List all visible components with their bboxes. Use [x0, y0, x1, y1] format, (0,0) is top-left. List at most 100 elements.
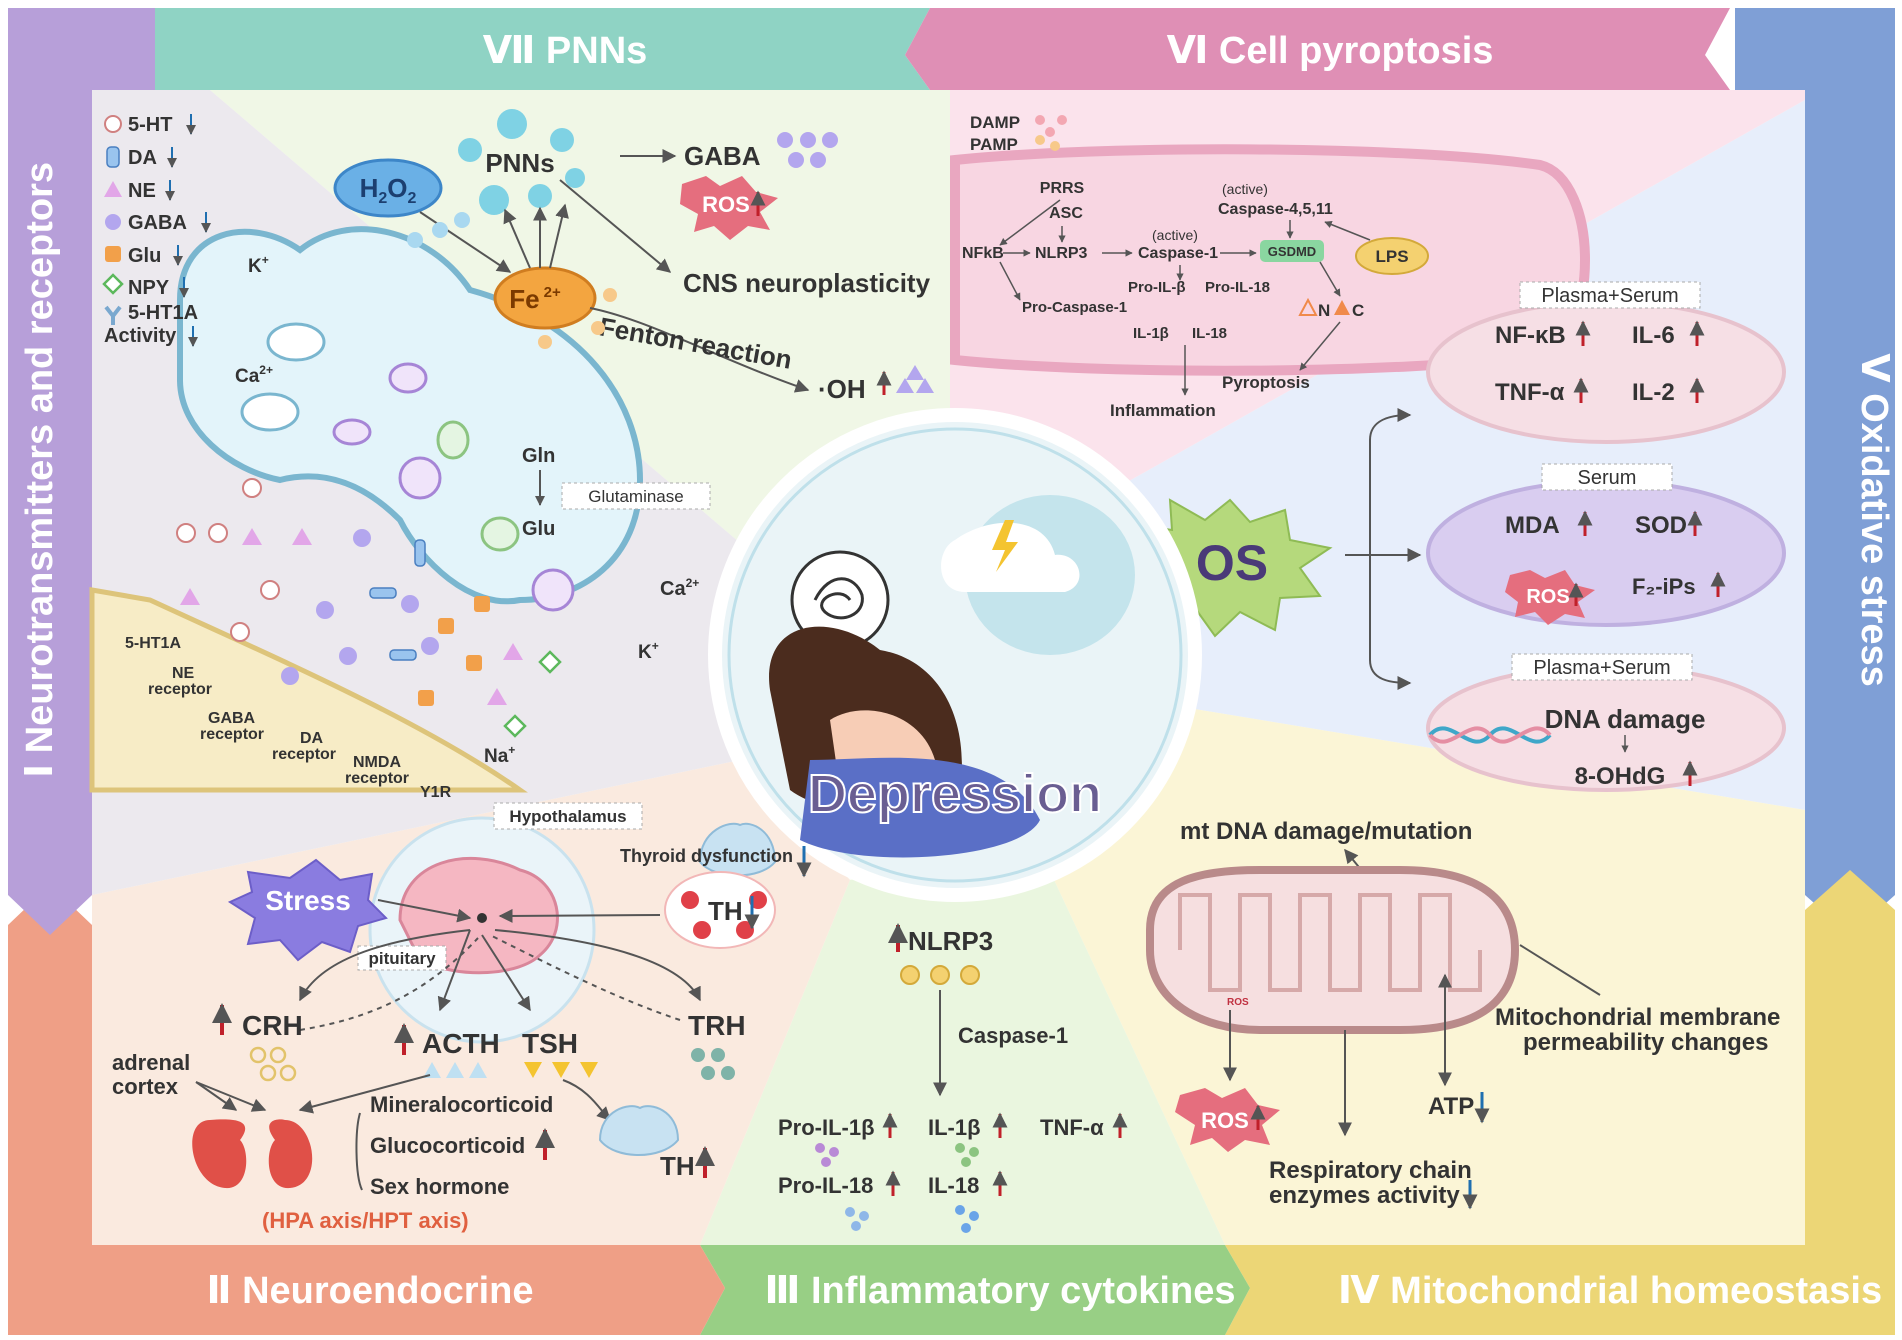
mito-ros-burst: [1175, 1088, 1280, 1152]
sector-iii-bg: [700, 850, 1225, 1245]
asc-label: ASC: [1049, 205, 1083, 222]
plasma-serum-label-2: Plasma+Serum: [1533, 657, 1670, 679]
mineralocorticoid-label: Mineralocorticoid: [370, 1092, 553, 1117]
mitochondria-panel: mt DNA damage/mutation Mitochondrial mem…: [1146, 818, 1780, 1210]
prrs-label: PRRS: [1040, 180, 1085, 197]
center-depression: Depression: [708, 408, 1202, 902]
pyroptosis-label: Pyroptosis: [1222, 373, 1310, 392]
legend-glu: Glu: [128, 245, 161, 267]
neuroendocrine-panel: Hypothalamus Thyroid dysfunction TH Stre…: [112, 802, 812, 1233]
section-vi-title: Ⅵ Cell pyroptosis: [1167, 30, 1494, 72]
lps-bubble: [1355, 237, 1429, 275]
legend-5ht1a: 5-HT1A: [128, 302, 198, 324]
procaspase1-label: Pro-Caspase-1: [1022, 299, 1127, 316]
dopamine-icon: [106, 146, 120, 168]
receptor-gaba-word: receptor: [200, 726, 264, 743]
lightning-icon: [992, 520, 1018, 572]
cns-label: CNS neuroplasticity: [683, 268, 931, 298]
hypothalamus-box: [493, 802, 643, 830]
legend-gaba: GABA: [128, 212, 187, 234]
infl-pro-il18-label: Pro-IL-18: [778, 1173, 873, 1198]
gsdmd-label: GSDMD: [1268, 244, 1316, 259]
receptor-gaba: GABA: [208, 710, 256, 727]
respiratory-label-2: enzymes activity: [1269, 1182, 1460, 1209]
section-iv-title: Ⅳ Mitochondrial homeostasis: [1338, 1270, 1882, 1312]
h2o2-bubble: [333, 158, 443, 218]
legend-ne: NE: [128, 180, 156, 202]
banner-v-oxidative-stress: [1735, 8, 1895, 935]
legend-activity: Activity: [104, 325, 177, 347]
synapse-labels: K+ Ca2+ Gln Glu Glutaminase Ca2+ K+ Na+ …: [125, 253, 711, 801]
banner-vi-pyroptosis: [905, 8, 1730, 90]
postsynaptic-membrane: [89, 587, 528, 793]
depression-label: Depression: [808, 764, 1102, 824]
synapse-molecules: [176, 322, 575, 738]
caspase1-label: Caspase-1: [1138, 245, 1218, 262]
oh-radical-label: ·OH: [818, 374, 866, 404]
receptor-nmda-word: receptor: [345, 770, 409, 787]
active-label-1: (active): [1152, 227, 1198, 243]
stress-burst: [227, 858, 388, 962]
th2-label: TH: [660, 1151, 695, 1181]
receptor-y1r: Y1R: [420, 784, 452, 801]
serum-box: [1541, 463, 1673, 491]
sex-hormone-label: Sex hormone: [370, 1174, 509, 1199]
section-v-title: Ⅴ Oxidative stress: [1853, 353, 1895, 687]
receptor-ne-word: receptor: [148, 681, 212, 698]
5ht1a-receptor-icon: [104, 305, 122, 325]
thyroid-dysfunction-label: Thyroid dysfunction: [620, 846, 793, 866]
pamp-label: PAMP: [970, 135, 1018, 154]
gaba-icon: [105, 214, 121, 230]
receptor-da-word: receptor: [272, 746, 336, 763]
na-ion: Na+: [484, 743, 515, 767]
il2-label: IL-2: [1632, 379, 1675, 406]
gsdmd-c-label: C: [1352, 301, 1364, 320]
infl-nlrp3-label: NLRP3: [908, 926, 993, 956]
axis-label: (HPA axis/HPT axis): [262, 1208, 469, 1233]
k-ion-bottom: K+: [638, 639, 659, 663]
infl-tnfa-label: TNF-α: [1040, 1115, 1104, 1140]
legend-npy: NPY: [128, 277, 170, 299]
crh-label: CRH: [242, 1010, 303, 1041]
f2ips-label: F₂-iPs: [1632, 574, 1696, 599]
ohdg-label: 8-OHdG: [1575, 763, 1666, 790]
il6-label: IL-6: [1632, 322, 1675, 349]
acth-label: ACTH: [422, 1028, 500, 1059]
gsdmd-box: [1260, 240, 1324, 262]
receptor-ne: NE: [172, 665, 195, 682]
person-body-icon: [800, 757, 1040, 858]
mito-ros-label: ROS: [1201, 1108, 1249, 1133]
pyroptosis-panel: DAMP PAMP PRRS ASC NFkB NLRP3 (active) C…: [950, 113, 1590, 420]
permeability-label-1: Mitochondrial membrane: [1495, 1004, 1780, 1031]
permeability-label-2: permeability changes: [1523, 1029, 1768, 1056]
infl-caspase1-label: Caspase-1: [958, 1023, 1068, 1048]
pituitary-label: pituitary: [368, 949, 436, 968]
pro-il1b-label: Pro-IL-β: [1128, 279, 1185, 296]
dna-helix-icon: [1428, 726, 1552, 744]
lps-label: LPS: [1375, 247, 1408, 266]
caspase4511-label: Caspase-4,5,11: [1218, 201, 1333, 218]
nlrp3-label: NLRP3: [1035, 245, 1088, 262]
nfkb-os-label: NF-κB: [1495, 322, 1566, 349]
infl-pro-il1b-label: Pro-IL-1β: [778, 1115, 875, 1140]
gsdmd-n-label: N: [1318, 301, 1330, 320]
stress-label: Stress: [265, 885, 351, 916]
glutamate-icon: [105, 246, 121, 262]
legend-5ht: 5-HT: [128, 114, 172, 136]
section-ii-title: Ⅱ Neuroendocrine: [207, 1270, 534, 1312]
mtdna-label: mt DNA damage/mutation: [1180, 818, 1472, 845]
nfkb-label: NFkB: [962, 245, 1004, 262]
norepinephrine-icon: [104, 181, 122, 197]
pnns-label: PNNs: [485, 148, 554, 178]
pituitary-box: [357, 945, 447, 971]
hypothalamus-label: Hypothalamus: [509, 807, 626, 826]
fe-bubble: [493, 266, 597, 330]
il18-label: IL-18: [1192, 325, 1227, 342]
plasma-serum-box-1: [1519, 281, 1701, 309]
scribble-icon: [813, 577, 864, 620]
trh-label: TRH: [688, 1010, 746, 1041]
kidney-icon-left: [192, 1119, 247, 1189]
ros-label: ROS: [702, 192, 750, 217]
